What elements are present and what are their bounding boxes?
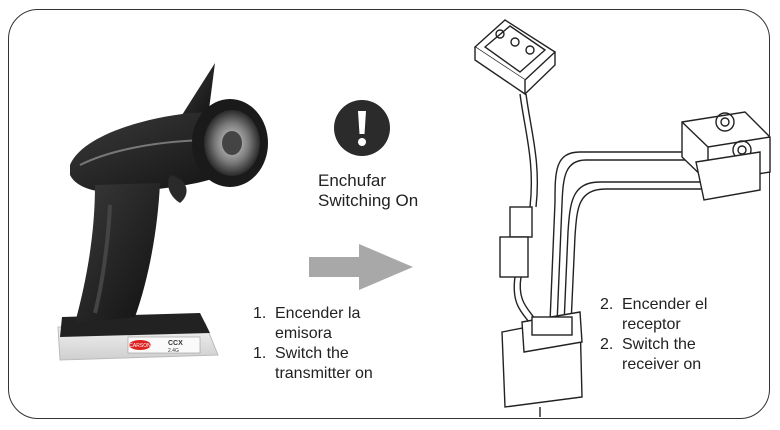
transmitter-model-label: CCX: [168, 340, 183, 347]
right-arrow-icon: [309, 244, 413, 290]
switching-on-label: Enchufar Switching On: [318, 171, 418, 211]
step-text: Encender la: [275, 305, 361, 322]
transmitter-image: CARSON CCX 2.4G: [57, 63, 268, 361]
step-text: Encender el: [622, 296, 708, 313]
transmitter-steps: 1. Encender la emisora 1. Switch the trans…: [253, 304, 373, 384]
step-item: 2. Encender el receptor: [600, 295, 707, 335]
step-item: 2. Switch the receiver on: [600, 335, 707, 375]
transmitter-model-sub-label: 2.4G: [168, 348, 179, 354]
receiver-icon: [501, 311, 583, 417]
step-text-cont: receiver on: [622, 356, 702, 373]
step-text-cont: emisora: [275, 325, 332, 342]
step-text-cont: receptor: [622, 316, 681, 333]
warning-line-2: Switching On: [318, 191, 419, 210]
battery-pack-icon: [473, 19, 557, 96]
step-number: 1.: [253, 305, 267, 322]
exclamation-circle-icon: [334, 100, 390, 156]
step-text-cont: transmitter on: [275, 365, 373, 382]
step-text: Switch the: [275, 345, 349, 362]
receiver-wiring-diagram: [473, 19, 771, 417]
step-item: 1. Switch the transmitter on: [253, 344, 373, 384]
servo-icon: [681, 111, 771, 201]
step-number: 2.: [600, 336, 614, 353]
step-number: 1.: [253, 345, 267, 362]
warning-line-1: Enchufar: [318, 171, 387, 190]
step-text: Switch the: [622, 336, 696, 353]
step-number: 2.: [600, 296, 614, 313]
step-item: 1. Encender la emisora: [253, 304, 373, 344]
transmitter-brand-label: CARSON: [129, 343, 151, 349]
receiver-steps: 2. Encender el receptor 2. Switch the rece…: [600, 295, 707, 375]
